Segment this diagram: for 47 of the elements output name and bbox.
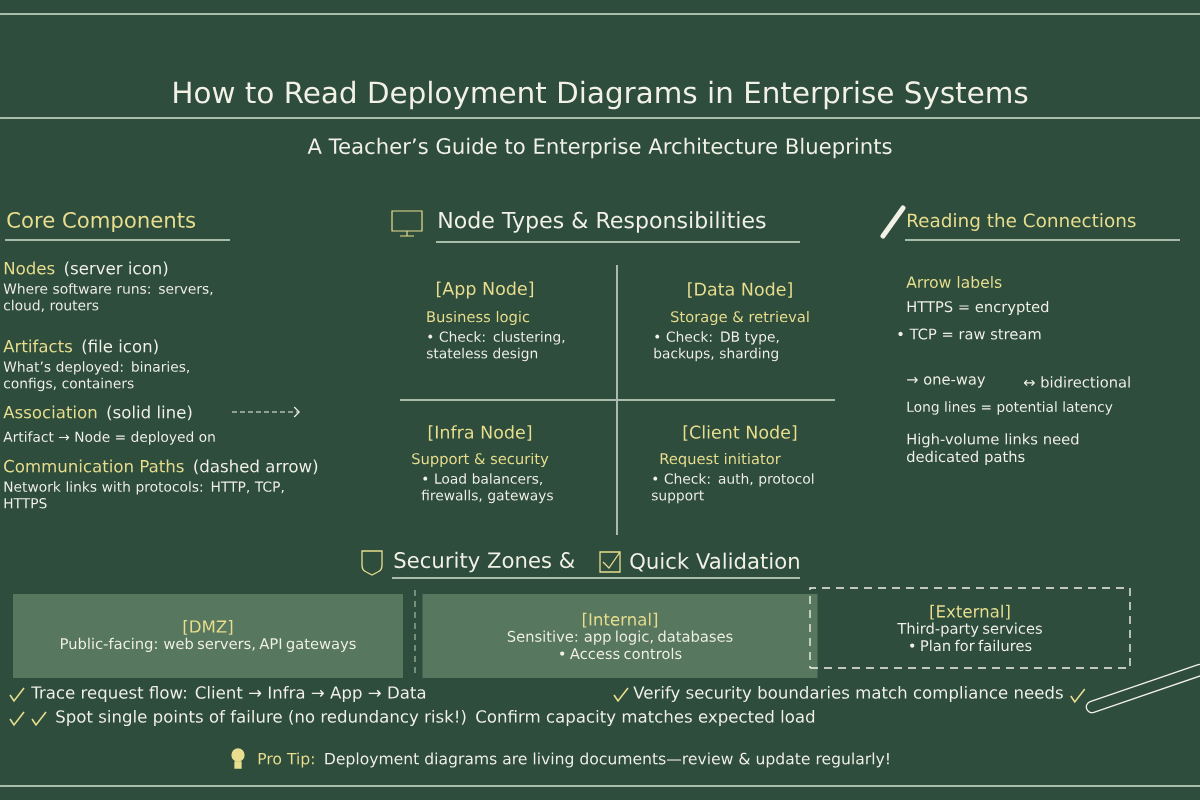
zone-box: [External] Third-party services • Plan for failures (809, 587, 1131, 669)
checklist-item: Trace request flow: Client → Infra → App → Data (31, 685, 426, 703)
node-type-heading: [App Node] (436, 281, 534, 299)
description-text: • Check: DB type, backups, sharding (654, 331, 779, 362)
subtitle: A Teacher’s Guide to Enterprise Architecture Blueprints (307, 137, 892, 159)
term-note: (dashed arrow) (194, 459, 318, 475)
section-heading: Node Types & Responsibilities (439, 211, 766, 233)
title: How to Read Deployment Diagrams in Enterprise Systems (174, 80, 1028, 110)
node-type-heading: [Infra Node] (428, 425, 532, 441)
section-heading: Security Zones & (394, 551, 575, 573)
description-text: • TCP = raw stream (898, 328, 1041, 340)
description-text: Artifact → Node = deployed on (3, 431, 215, 445)
section-heading: Reading the Connections (908, 213, 1136, 231)
section-heading: Quick Validation (630, 552, 799, 572)
description-text: High-volume links need dedicated paths (907, 433, 1079, 465)
term-note: (server icon) (65, 261, 168, 277)
description-text: • Load balancers, firewalls, gateways (421, 473, 553, 504)
term-label: Artifacts (3, 339, 72, 353)
description-text: • Check: clustering, stateless design (426, 331, 565, 362)
term-label: Association (3, 405, 97, 419)
node-type-role: Storage & retrieval (671, 310, 809, 326)
description-text: Where software runs: servers, cloud, routers (3, 283, 213, 312)
description-text: Network links with protocols: HTTP, TCP, HTTPS (4, 481, 284, 509)
tip-label: Pro Tip: (258, 752, 314, 768)
term-label: Nodes (4, 261, 55, 275)
tip-text: Deployment diagrams are living documents—review & update regularly! (325, 752, 889, 768)
zone-area: [DMZ] Public-facing: web servers, API gateways (13, 594, 403, 678)
term-label: Communication Paths (4, 459, 184, 473)
node-type-role: Support & security (412, 452, 549, 468)
description-text: → one-way (907, 376, 986, 388)
term-note: (solid line) (107, 405, 192, 421)
node-type-heading: [Data Node] (688, 282, 792, 298)
section-heading: Core Components (7, 211, 196, 233)
description-text: What’s deployed: binaries, configs, containers (3, 361, 189, 392)
term-note: (file icon) (82, 339, 158, 355)
node-type-role: Business logic (427, 310, 530, 326)
checklist-item: Confirm capacity matches expected load (476, 709, 815, 726)
checklist-item: Verify security boundaries match compliance needs (633, 685, 1063, 703)
node-type-role: Request initiator (660, 452, 781, 468)
zone-area: [Internal] Sensitive: app logic, databases • Access controls (422, 594, 818, 678)
node-type-heading: [Client Node] (683, 425, 797, 441)
description-text: Long lines = potential latency (907, 401, 1113, 415)
checklist-item: Spot single points of failure (no redundancy risk!) (56, 709, 466, 726)
description-text: • Check: auth, protocol support (651, 473, 814, 504)
term-label: Arrow labels (906, 275, 1002, 289)
description-text: HTTPS = encrypted (907, 300, 1049, 316)
description-text: ↔ bidirectional (1023, 376, 1130, 388)
